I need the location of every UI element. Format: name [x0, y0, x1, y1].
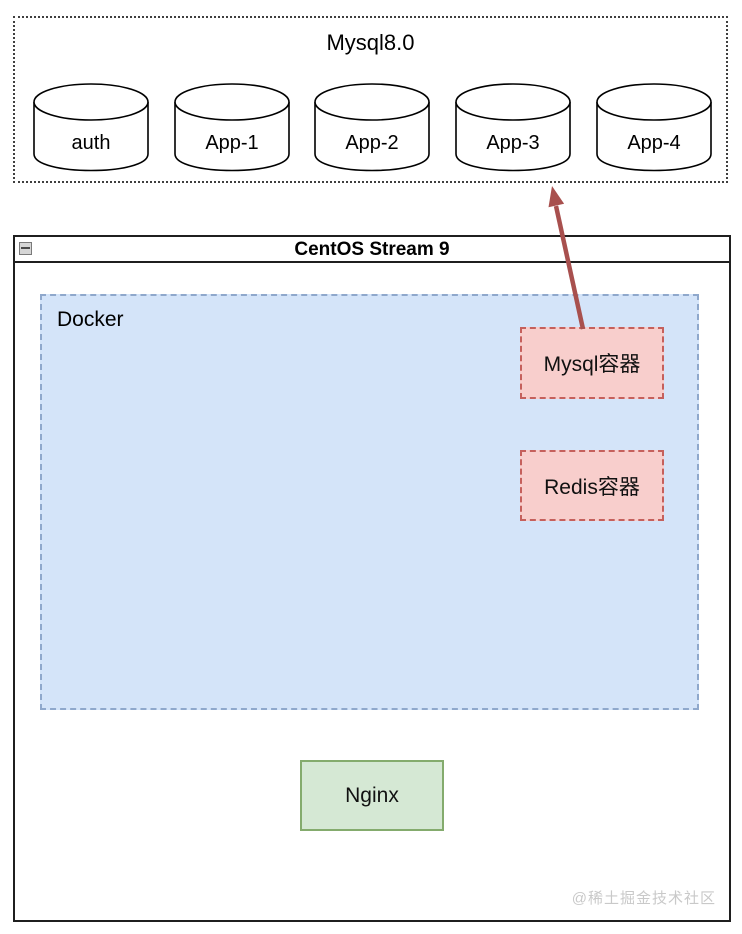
db-cylinder-app1: App-1 — [174, 83, 290, 172]
watermark: @稀土掘金技术社区 — [571, 890, 716, 907]
redis-container-box: Redis容器 — [520, 450, 664, 521]
mysql-group-title: Mysql8.0 — [326, 30, 415, 55]
db-label: App-1 — [205, 132, 258, 154]
window-minimize-icon — [19, 242, 32, 255]
db-label: App-4 — [627, 132, 680, 154]
db-cylinder-auth: auth — [33, 83, 149, 172]
nginx-box: Nginx — [300, 760, 444, 831]
db-label: auth — [72, 132, 111, 154]
db-label: App-3 — [486, 132, 539, 154]
centos-window-title: CentOS Stream 9 — [294, 239, 450, 260]
mysql-container-label: Mysql容器 — [543, 353, 641, 376]
redis-container-label: Redis容器 — [544, 475, 640, 499]
mysql-container-box: Mysql容器 — [520, 327, 664, 399]
db-cylinder-app3: App-3 — [455, 83, 571, 172]
db-cylinder-app2: App-2 — [314, 83, 430, 172]
docker-label: Docker — [57, 308, 124, 331]
db-cylinder-app4: App-4 — [596, 83, 712, 172]
nginx-label: Nginx — [345, 783, 399, 807]
centos-window-header: CentOS Stream 9 — [15, 237, 729, 263]
mysql-db-group: Mysql8.0 auth App-1 App-2 App-3 App-4 — [13, 16, 728, 183]
db-label: App-2 — [345, 132, 398, 154]
